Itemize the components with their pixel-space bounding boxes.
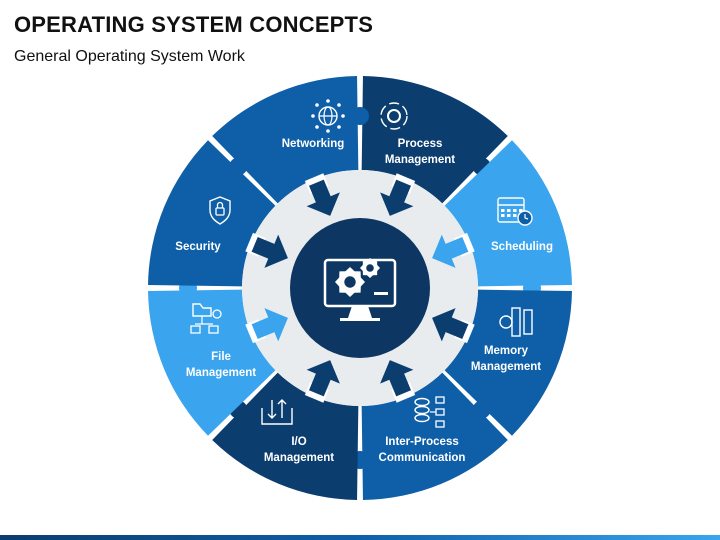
segment-label-line: Process [398,138,443,150]
page-subtitle: General Operating System Work [14,48,245,65]
segment-memory [361,372,508,500]
segment-networking [361,76,508,204]
segment-label-line: Management [186,367,256,379]
arrow-process [432,234,469,268]
page-title: OPERATING SYSTEM CONCEPTS [14,12,374,37]
segment-process [444,140,572,287]
segment-label-security: Security [175,241,221,253]
segment-label-line: Memory [484,345,529,357]
segment-label-networking: Networking [282,138,345,150]
segment-label-line: File [211,351,231,363]
segment-label-line: Networking [282,138,345,150]
arrow-ipc [306,360,340,397]
bottom-accent-bar [0,535,720,540]
segment-io [148,289,276,436]
segment-label-line: Management [385,154,455,166]
memory-chip-icon [499,307,533,337]
monitor-gears-icon [323,258,397,321]
process-gear-icon [380,102,408,130]
segment-security [212,76,359,204]
segment-label-scheduling: Scheduling [491,241,553,253]
arrow-io [251,308,288,342]
arrow-scheduling [432,308,469,342]
arrow-networking [380,179,414,216]
arrow-memory [380,360,414,397]
segment-label-line: Management [471,361,541,373]
arrow-security [306,179,340,216]
segment-label-line: Security [175,241,221,253]
segment-label-line: Inter-Process [385,436,459,448]
arrow-file [251,234,288,268]
puzzle-knob [351,107,369,125]
network-globe-icon [311,99,345,133]
segment-label-line: Communication [379,452,466,464]
io-arrows-icon [261,399,293,425]
segment-file [148,140,276,287]
folder-tree-icon [190,303,222,334]
calendar-clock-icon [497,197,533,226]
segment-scheduling [444,289,572,436]
segment-label-line: Scheduling [491,241,553,253]
segment-label-line: I/O [291,436,306,448]
segment-label-line: Management [264,452,334,464]
segment-ipc [212,372,359,500]
database-network-icon [414,396,445,428]
segment-label-io: I/O Management [264,436,334,464]
